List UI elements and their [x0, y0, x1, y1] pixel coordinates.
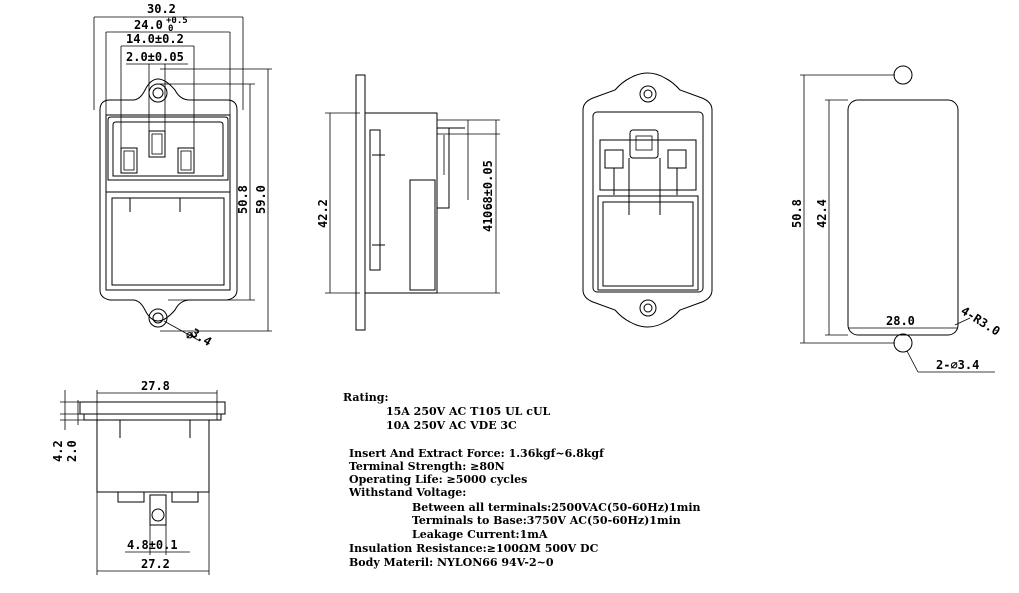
dim-pin-spacing: 14.0±0.2	[126, 32, 184, 46]
spec-terminal-strength: Terminal Strength: ≥80N	[349, 460, 505, 473]
spec-leakage-current: Leakage Current:1mA	[412, 528, 548, 541]
spec-insulation-resistance: Insulation Resistance:≥100ΩM 500V DC	[349, 542, 599, 555]
rating-line-1: 15A 250V AC T105 UL cUL	[386, 405, 551, 418]
dim-bottom-top-width: 27.8	[141, 379, 170, 393]
spec-terminals-to-base: Terminals to Base:3750V AC(50-60Hz)1min	[412, 514, 681, 527]
dim-front-inner-tol-minus: 0	[168, 24, 173, 34]
dim-side-body-height: 41.6	[481, 203, 495, 232]
spec-insert-force: Insert And Extract Force: 1.36kgf~6.8kgf	[349, 447, 605, 460]
dim-pin-width: 2.0±0.05	[126, 50, 184, 64]
side-view: 42.2 0.8±0.05 41.6	[316, 74, 500, 331]
rating-line-2: 10A 250V AC VDE 3C	[386, 419, 517, 432]
spec-operating-life: Operating Life: ≥5000 cycles	[349, 473, 527, 486]
spec-between-terminals: Between all terminals:2500VAC(50-60Hz)1m…	[412, 501, 701, 514]
dim-bottom-base-width: 27.2	[141, 557, 170, 571]
spec-body-material: Body Materil: NYLON66 94V-2~0	[349, 556, 554, 569]
dim-side-height: 42.2	[316, 199, 330, 228]
back-view	[582, 72, 713, 328]
dim-hole-spec: 2-∅3.4	[936, 358, 979, 372]
diameter-symbol: ∅	[186, 328, 193, 342]
dim-front-inner-tol-plus: +0.5	[166, 16, 188, 26]
dim-front-height-inner: 50.8	[236, 185, 250, 214]
dim-side-thickness: 0.8±0.05	[481, 160, 495, 218]
dim-bottom-flange-h2: 2.0	[65, 440, 79, 462]
dim-front-width: 30.2	[147, 2, 176, 16]
dim-cutout-height: 50.8	[790, 199, 804, 228]
dim-front-height-total: 59.0	[254, 185, 268, 214]
spec-withstand-voltage: Withstand Voltage:	[348, 486, 466, 499]
dim-bottom-flange-h1: 4.2	[51, 440, 65, 462]
rating-label: Rating:	[343, 391, 389, 404]
front-view: 30.2 24.0 +0.5 0 14.0±0.2 2.0±0.05 50.8 …	[93, 2, 272, 349]
cutout-view: 50.8 42.4 28.0 4-R3.0 2-∅3.4	[790, 65, 1003, 373]
bottom-view: 27.8 27.2 4.2 2.0 4.8±0.1	[51, 379, 226, 575]
dim-corner-radius: 4-R3.0	[958, 304, 1002, 339]
dim-cutout-inner-height: 42.4	[815, 199, 829, 228]
dim-front-inner-width: 24.0	[134, 18, 163, 32]
dim-bottom-tab-width: 4.8±0.1	[127, 538, 178, 552]
dim-cutout-width: 28.0	[886, 314, 915, 328]
specifications: Rating: 15A 250V AC T105 UL cUL 10A 250V…	[343, 391, 701, 569]
